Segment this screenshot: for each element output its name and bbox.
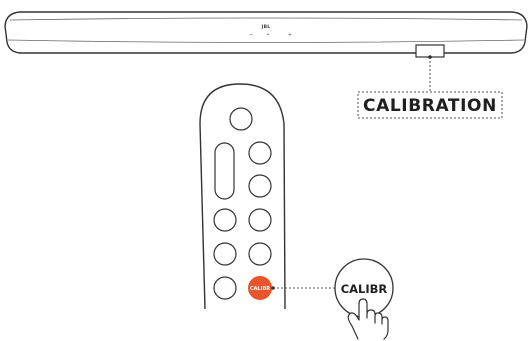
calibration-callout-box [357, 91, 503, 119]
soundbar-bottom-edge [7, 39, 525, 43]
remote-button-l4[interactable] [213, 242, 237, 266]
remote-volume-rocker[interactable] [214, 142, 235, 200]
remote-button-r1[interactable] [248, 141, 272, 165]
soundbar: JBL − • + [4, 11, 528, 58]
remote-button-l3[interactable] [213, 208, 237, 232]
remote-button-r3[interactable] [248, 208, 272, 232]
soundbar-body [4, 11, 528, 54]
power-symbol: • [267, 32, 270, 38]
volume-up-symbol: + [288, 32, 292, 38]
soundbar-top-edge [9, 17, 523, 21]
calibrate-button-label: CALIBR [250, 286, 270, 292]
display-callout: CALIBRATION [357, 55, 503, 119]
remote-button-r4[interactable] [248, 242, 272, 266]
calibration-callout-label: CALIBRATION [363, 96, 497, 116]
volume-down-symbol: − [249, 32, 253, 38]
remote-control: CALIBR [199, 83, 286, 310]
remote-top-button[interactable] [229, 107, 253, 131]
zoom-bubble: CALIBR [334, 258, 394, 340]
pressing-hand-icon [347, 298, 389, 340]
button-leader-dot [271, 286, 275, 290]
hand-palm [347, 298, 389, 340]
display-leader-dot [428, 55, 432, 59]
remote-button-r2[interactable] [248, 174, 272, 198]
zoom-bubble-label: CALIBR [341, 282, 388, 296]
button-callout [271, 286, 335, 290]
soundbar-logo: JBL [261, 24, 271, 30]
remote-button-l5[interactable] [213, 276, 237, 300]
